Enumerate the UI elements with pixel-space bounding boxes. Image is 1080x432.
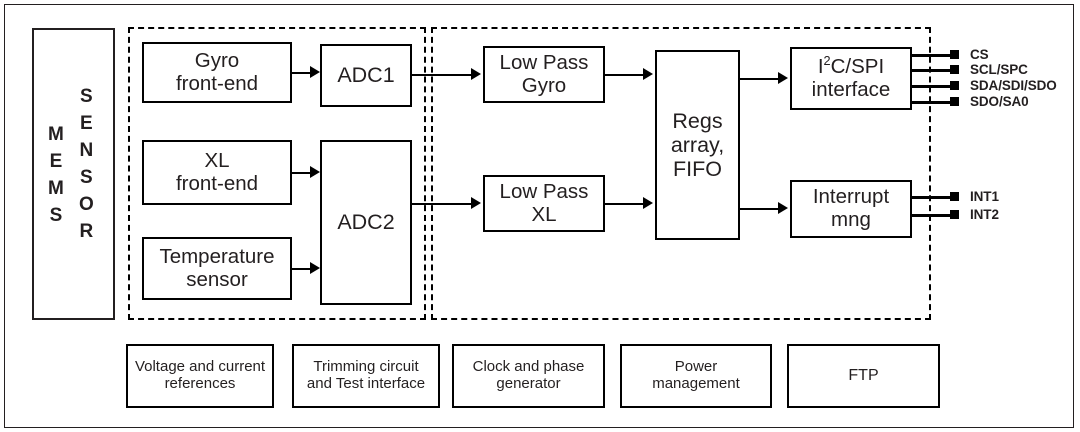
arrowhead-temp-adc2 (310, 262, 320, 274)
pin-line-scl (912, 69, 956, 72)
clock-label-2: generator (496, 375, 561, 392)
pin-line-cs (912, 54, 956, 57)
pin-label-sdo: SDO/SA0 (970, 94, 1029, 109)
i2c-spi-interface-block: I2C/SPI interface (790, 47, 912, 110)
i2c-spi-label-2: interface (811, 77, 891, 101)
outer-frame (4, 4, 1074, 428)
pin-line-sda (912, 85, 956, 88)
xl-front-end-label-1: XL (204, 148, 230, 172)
pin-line-int2 (912, 214, 956, 217)
low-pass-xl-block: Low Pass XL (483, 175, 605, 232)
sensor-letter: N (79, 139, 94, 161)
pin-square-sda (950, 81, 959, 90)
regs-label-3: FIFO (673, 157, 722, 182)
pin-label-int1: INT1 (970, 189, 999, 204)
temperature-sensor-block: Temperature sensor (142, 237, 292, 300)
sensor-letter: S (80, 86, 93, 107)
voltage-current-references-block: Voltage and current references (126, 344, 274, 408)
pin-square-int1 (950, 192, 959, 201)
temperature-sensor-label-1: Temperature (159, 244, 275, 268)
interrupt-mng-label-1: Interrupt (812, 185, 890, 209)
arrowhead-lpxl-regs (643, 197, 653, 209)
sensor-letter: S (80, 166, 93, 188)
connector-adc2-lpxl (412, 202, 472, 206)
mems-letters-column-a: M E M S (48, 122, 64, 230)
arrowhead-adc2-lpxl (471, 197, 481, 209)
arrowhead-regs-i2c (778, 72, 788, 84)
pin-square-cs (950, 50, 959, 59)
sensor-letter: O (79, 193, 94, 215)
pin-label-sda: SDA/SDI/SDO (970, 78, 1057, 93)
clock-label-1: Clock and phase (472, 358, 585, 376)
adc1-label: ADC1 (337, 63, 395, 88)
voltage-ref-label-1: Voltage and current (134, 358, 266, 376)
power-label-1: Power (674, 358, 718, 376)
sensor-letter: R (79, 220, 94, 242)
pin-line-int1 (912, 196, 956, 199)
trimming-label-1: Trimming circuit (313, 358, 419, 376)
arrowhead-xl-adc2 (310, 166, 320, 178)
trimming-label-2: and Test interface (306, 375, 426, 392)
low-pass-gyro-label-2: Gyro (521, 73, 567, 97)
regs-label-1: Regs (672, 108, 723, 133)
pin-line-sdo (912, 101, 956, 104)
pin-label-int2: INT2 (970, 207, 999, 222)
low-pass-gyro-label-1: Low Pass (499, 50, 589, 74)
sensor-letter: E (80, 112, 93, 134)
adc1-block: ADC1 (320, 44, 412, 107)
digital-section-group (431, 27, 931, 320)
pin-label-cs: CS (970, 47, 989, 62)
mems-letter: S (49, 204, 63, 226)
xl-front-end-label-2: front-end (175, 171, 259, 195)
ftp-label-1: FTP (848, 367, 879, 385)
pin-square-int2 (950, 210, 959, 219)
arrowhead-gyro-adc1 (310, 66, 320, 78)
arrowhead-adc1-lpgyro (471, 68, 481, 80)
arrowhead-lpgyro-regs (643, 68, 653, 80)
mems-letter: E (49, 150, 63, 172)
connector-adc1-lpgyro (412, 73, 472, 77)
xl-front-end-block: XL front-end (142, 140, 292, 205)
gyro-front-end-label-1: Gyro (194, 48, 240, 72)
arrowhead-regs-interrupt (778, 202, 788, 214)
temperature-sensor-label-2: sensor (186, 267, 248, 291)
pin-label-scl: SCL/SPC (970, 62, 1028, 77)
pin-square-sdo (950, 97, 959, 106)
adc2-block: ADC2 (320, 140, 412, 305)
connector-lpgyro-regs (605, 73, 644, 77)
interrupt-mng-block: Interrupt mng (790, 180, 912, 238)
connector-lpxl-regs (605, 202, 644, 206)
clock-phase-generator-block: Clock and phase generator (452, 344, 605, 408)
connector-regs-interrupt (740, 207, 779, 211)
connector-regs-i2c (740, 77, 779, 81)
analog-front-end-group (128, 27, 426, 320)
pin-square-scl (950, 65, 959, 74)
interrupt-mng-label-2: mng (831, 208, 871, 231)
voltage-ref-label-2: references (164, 375, 236, 392)
power-management-block: Power management (620, 344, 772, 408)
mems-letters-column-b: S E N S O R (79, 84, 94, 246)
gyro-front-end-block: Gyro front-end (142, 42, 292, 103)
mems-letter: M (48, 124, 64, 145)
low-pass-xl-label-2: XL (531, 202, 557, 226)
i2c-spi-label-1: I2C/SPI (817, 52, 885, 78)
regs-array-fifo-block: Regs array, FIFO (655, 50, 740, 240)
connector-gyro-adc1 (292, 71, 311, 75)
low-pass-gyro-block: Low Pass Gyro (483, 46, 605, 103)
mems-letter: M (48, 177, 64, 199)
mems-sensor-block: M E M S S E N S O R (32, 28, 115, 320)
gyro-front-end-label-2: front-end (175, 71, 259, 95)
connector-temp-adc2 (292, 267, 311, 271)
power-label-2: management (652, 375, 740, 392)
connector-xl-adc2 (292, 171, 311, 175)
ftp-block: FTP (787, 344, 940, 408)
low-pass-xl-label-1: Low Pass (499, 179, 589, 203)
regs-label-2: array, (670, 132, 725, 157)
adc2-label: ADC2 (337, 210, 395, 235)
trimming-test-interface-block: Trimming circuit and Test interface (292, 344, 440, 408)
